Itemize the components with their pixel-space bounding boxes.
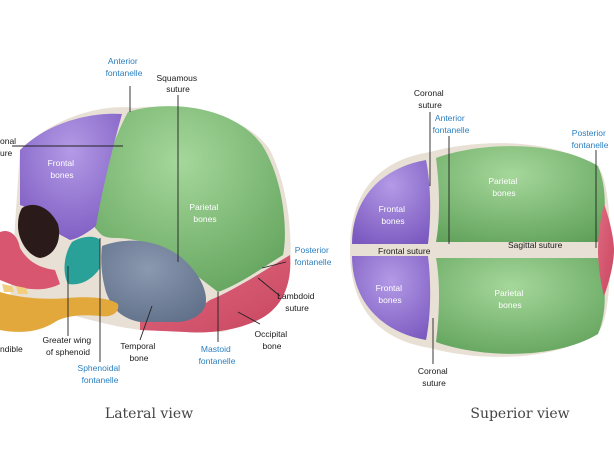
frontal-bones-label-superior-top: Frontal bones (379, 204, 408, 226)
temporal-bone-lateral (101, 240, 206, 322)
posterior-fontanelle-label-superior: Posterior fontanelle (572, 128, 609, 150)
frontal-suture-label: Frontal suture (378, 246, 431, 256)
greater-wing-sphenoid-label: Greater wing of sphenoid (42, 335, 93, 357)
anterior-fontanelle-label-lateral: Anterior fontanelle (106, 56, 143, 78)
teeth-lateral (2, 284, 28, 294)
coronal-suture-label-partial: onal ure (0, 136, 18, 158)
temporal-bone-label: Temporal bone (120, 341, 157, 363)
squamous-suture-label: Squamous suture (156, 73, 199, 94)
sphenoidal-fontanelle-label: Sphenoidal fontanelle (78, 363, 123, 385)
sphenoid-lateral (64, 236, 100, 285)
frontal-bones-label-superior-bottom: Frontal bones (376, 283, 405, 305)
occipital-bone-lateral (140, 255, 291, 333)
frontal-bone-superior-bottom (352, 256, 431, 340)
anterior-fontanelle-label-superior: Anterior fontanelle (433, 113, 470, 135)
coronal-suture-label-bottom: Coronal suture (418, 366, 450, 388)
superior-view-caption: Superior view (470, 406, 569, 422)
lateral-view-caption: Lateral view (105, 406, 193, 422)
superior-leader-lines (429, 112, 597, 364)
coronal-suture-label-top: Coronal suture (414, 88, 446, 110)
mandible-label-partial: ndible (0, 344, 23, 354)
lateral-view (0, 106, 291, 333)
frontal-bones-label-lateral: Frontal bones (48, 158, 77, 180)
superior-view (350, 143, 614, 357)
parietal-bone-lateral (95, 106, 285, 293)
occipital-bone-label: Occipital bone (255, 329, 290, 351)
mastoid-fontanelle-label: Mastoid fontanelle (199, 344, 236, 366)
parietal-bones-label-superior-bottom: Parietal bones (494, 288, 525, 310)
lateral-leader-lines (12, 86, 287, 362)
parietal-bones-label-superior-top: Parietal bones (488, 176, 519, 198)
superior-labels: Coronal suture Anterior fontanelle Poste… (376, 88, 609, 388)
mandible-lateral (0, 292, 119, 332)
lambdoid-suture-label: Lambdoid suture (277, 291, 317, 313)
parietal-bone-superior-bottom (436, 258, 605, 354)
frontal-bone-lateral (20, 113, 122, 240)
sagittal-suture-label: Sagittal suture (508, 240, 563, 250)
posterior-fontanelle-label-lateral: Posterior fontanelle (295, 245, 332, 267)
frontal-bone-superior-top (352, 160, 431, 244)
occipital-bone-superior (598, 204, 614, 296)
orbit-lateral (18, 204, 60, 258)
parietal-bones-label-lateral: Parietal bones (189, 202, 220, 224)
parietal-bone-superior-top (436, 146, 605, 242)
lateral-labels: Anterior fontanelle Squamous suture onal… (0, 56, 332, 385)
maxilla-lateral (0, 230, 60, 290)
